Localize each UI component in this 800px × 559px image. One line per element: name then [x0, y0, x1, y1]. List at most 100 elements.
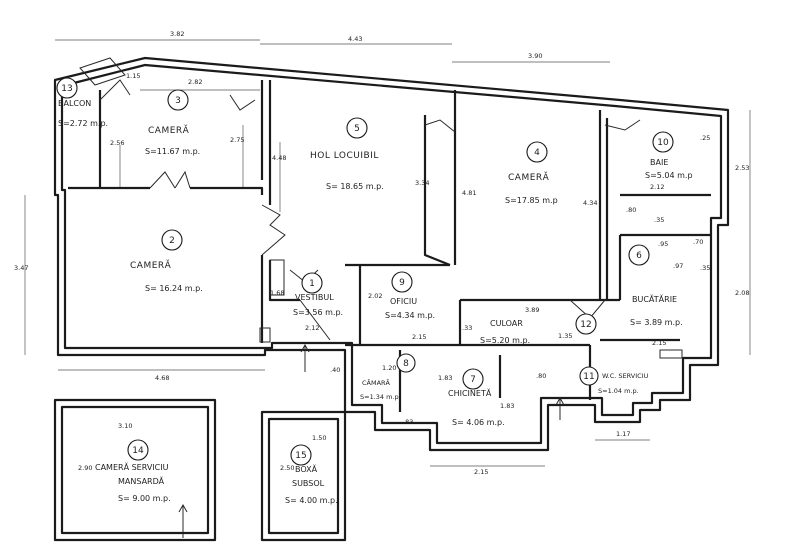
room-name: CULOAR [490, 319, 523, 328]
room-area: S= 18.65 m.p. [326, 182, 384, 191]
room-area: S= 9.00 m.p. [118, 494, 171, 503]
dimension-label: .33 [462, 324, 472, 332]
room-name: BAIE [650, 158, 668, 167]
dimension-label: 4.48 [272, 154, 286, 162]
room-name: BUCĂTĂRIE [632, 293, 677, 304]
dimension-label: .80 [626, 206, 636, 214]
room-number: 12 [580, 320, 591, 330]
dimension-label: 2.82 [188, 78, 202, 86]
dimension-label: 4.68 [155, 374, 169, 382]
room-14-outline [53, 398, 217, 542]
room-area: S=17.85 m.p [505, 196, 558, 205]
room-area: S= 3.89 m.p. [630, 318, 683, 327]
dimension-label: 4.34 [583, 199, 597, 207]
dimension-labels: 3.82 4.43 3.90 2.82 1.15 2.56 2.75 4.48 … [14, 30, 749, 476]
room-number: 7 [470, 375, 476, 385]
room-name: W.C. SERVICIU [602, 372, 649, 380]
dimension-label: 1.20 [382, 364, 396, 372]
dimension-label: .95 [658, 240, 668, 248]
room-name-line2: MANSARDĂ [118, 475, 165, 486]
room-7-label: 7 CHICINETĂ S= 4.06 m.p. [448, 375, 505, 427]
room-area: S=1.04 m.p. [598, 387, 639, 395]
dimension-label: 4.43 [348, 35, 362, 43]
dimension-label: 1.50 [312, 434, 326, 442]
dimension-label: 2.53 [735, 164, 749, 172]
room-area: S=4.34 m.p. [385, 311, 435, 320]
room-2-label: 2 CAMERĂ S= 16.24 m.p. [130, 236, 203, 293]
dimension-label: .97 [673, 262, 683, 270]
room-number: 2 [169, 236, 175, 246]
dimension-label: 3.10 [118, 422, 132, 430]
dimension-label: .40 [330, 366, 340, 374]
dimension-label: 3.89 [525, 306, 539, 314]
room-number: 8 [403, 359, 409, 369]
room-area: S=5.20 m.p. [480, 336, 530, 345]
dimension-label: .70 [693, 238, 703, 246]
dimension-label: 1.35 [558, 332, 572, 340]
room-15-label: 15 BOXĂ SUBSOL S= 4.00 m.p. [285, 451, 338, 505]
room-9-label: 9 OFICIU S=4.34 m.p. [385, 278, 435, 320]
dimension-label: 2.15 [652, 339, 666, 347]
dimension-label: 2.02 [368, 292, 382, 300]
room-name: BOXĂ [295, 463, 318, 474]
room-14-label: 14 CAMERĂ SERVICIU MANSARDĂ S= 9.00 m.p. [95, 446, 171, 503]
room-1-label: 1 VESTIBUL S=3.56 m.p. [293, 279, 343, 317]
dimension-label: 1.15 [126, 72, 140, 80]
dimension-label: 1.83 [500, 402, 514, 410]
dimension-label: .35 [654, 216, 664, 224]
room-name: HOL LOCUIBIL [310, 151, 379, 161]
room-area: S= 4.06 m.p. [452, 418, 505, 427]
room-10-label: 10 BAIE S=5.04 m.p [645, 138, 693, 180]
dimension-label: .83 [403, 418, 413, 426]
room-area: S=11.67 m.p. [145, 147, 200, 156]
room-name: CAMERĂ [508, 171, 550, 183]
room-number-circles [56, 77, 674, 466]
dimension-lines [24, 39, 751, 467]
room-11-label: 11 W.C. SERVICIU S=1.04 m.p. [583, 372, 648, 395]
room-6-label: 6 BUCĂTĂRIE S= 3.89 m.p. [630, 251, 683, 327]
room-name-line2: SUBSOL [292, 479, 325, 488]
dimension-label: 2.15 [412, 333, 426, 341]
room-number: 15 [295, 451, 306, 461]
room-number: 14 [132, 446, 144, 456]
room-name: CAMERĂ SERVICIU [95, 461, 169, 472]
dimension-label: .80 [536, 372, 546, 380]
entrance-arrows [178, 343, 565, 538]
dimension-label: 4.81 [462, 189, 476, 197]
room-number: 6 [636, 251, 642, 261]
dimension-label: 2.56 [110, 139, 124, 147]
room-area: S=5.04 m.p [645, 171, 693, 180]
room-name: CAMERĂ [148, 124, 190, 136]
room-area: S= 4.00 m.p. [285, 496, 338, 505]
room-area: S=1.34 m.p. [360, 393, 401, 401]
dimension-label: 1.17 [616, 430, 630, 438]
room-number: 10 [657, 138, 669, 148]
exterior-walls [53, 56, 730, 452]
dimension-label: 3.90 [528, 52, 542, 60]
room-name: OFICIU [390, 297, 417, 306]
dimension-label: 2.12 [650, 183, 664, 191]
interior-walls [68, 80, 711, 412]
dimension-label: 1.83 [438, 374, 452, 382]
dimension-label: 3.47 [14, 264, 28, 272]
room-15-outline [260, 410, 347, 542]
room-8-label: 8 CĂMARĂ S=1.34 m.p. [360, 359, 409, 401]
dimension-label: 2.50 [280, 464, 294, 472]
dimension-label: 2.12 [305, 324, 319, 332]
room-12-label: 12 CULOAR S=5.20 m.p. [480, 319, 592, 345]
room-number: 9 [399, 278, 405, 288]
dimension-label: 3.34 [415, 179, 429, 187]
room-name: BALCON [58, 99, 91, 108]
room-number: 13 [61, 84, 72, 94]
room-3-label: 3 CAMERĂ S=11.67 m.p. [145, 96, 200, 156]
dimension-label: 3.82 [170, 30, 184, 38]
room-number: 11 [583, 372, 594, 382]
room-name: VESTIBUL [295, 293, 334, 302]
room-number: 1 [309, 279, 315, 289]
room-name: CAMERĂ [130, 259, 172, 271]
room-4-label: 4 CAMERĂ S=17.85 m.p [505, 148, 558, 205]
room-area: S=3.56 m.p. [293, 308, 343, 317]
room-name: CĂMARĂ [362, 378, 391, 387]
dimension-label: 1.68 [270, 289, 284, 297]
